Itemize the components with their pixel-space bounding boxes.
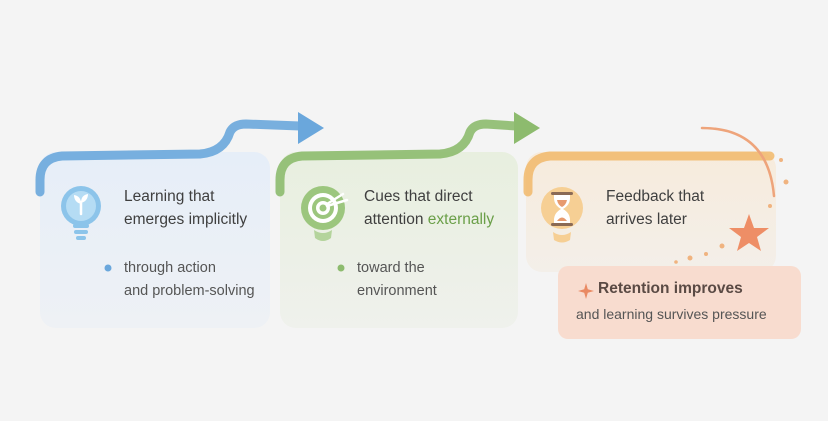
outcome-callout [558,266,801,339]
star-icon [729,214,769,251]
step-2-title-highlight: externally [427,211,495,228]
target-bulb-icon [301,186,349,241]
hourglass-icon [541,187,583,243]
sparkle-dots-icon [674,158,789,264]
step-1-title-line2: emerges implicitly [124,211,248,228]
step-3-title-line1: Feedback that [606,188,705,205]
outcome-body: and learning survives pressure [576,306,767,322]
step-2-title-prefix: attention [364,211,428,228]
step-1-bullet-line1: through action [124,260,216,276]
outcome-title: Retention improves [598,280,743,297]
arrow-right-icon [275,112,540,197]
arrow-right-icon [35,112,324,197]
sparkle-icon [578,283,594,299]
step-1-bullet-line2: and problem-solving [124,283,255,299]
lightbulb-sprout-icon [61,186,101,240]
bullet-dot [104,264,112,272]
bullet-dot [337,264,345,272]
step-2-title-line2: attention externally [364,208,494,232]
step-2-title-line1: Cues that direct [364,188,473,205]
step-2-bullet-line1: toward the [357,260,425,276]
step-2-bullet-line2: environment [357,283,437,299]
step-1-title-line1: Learning that [124,188,215,205]
step-3-title-line2: arrives later [606,211,687,228]
progress-bar-icon [523,151,775,197]
swoosh-icon [700,126,776,198]
